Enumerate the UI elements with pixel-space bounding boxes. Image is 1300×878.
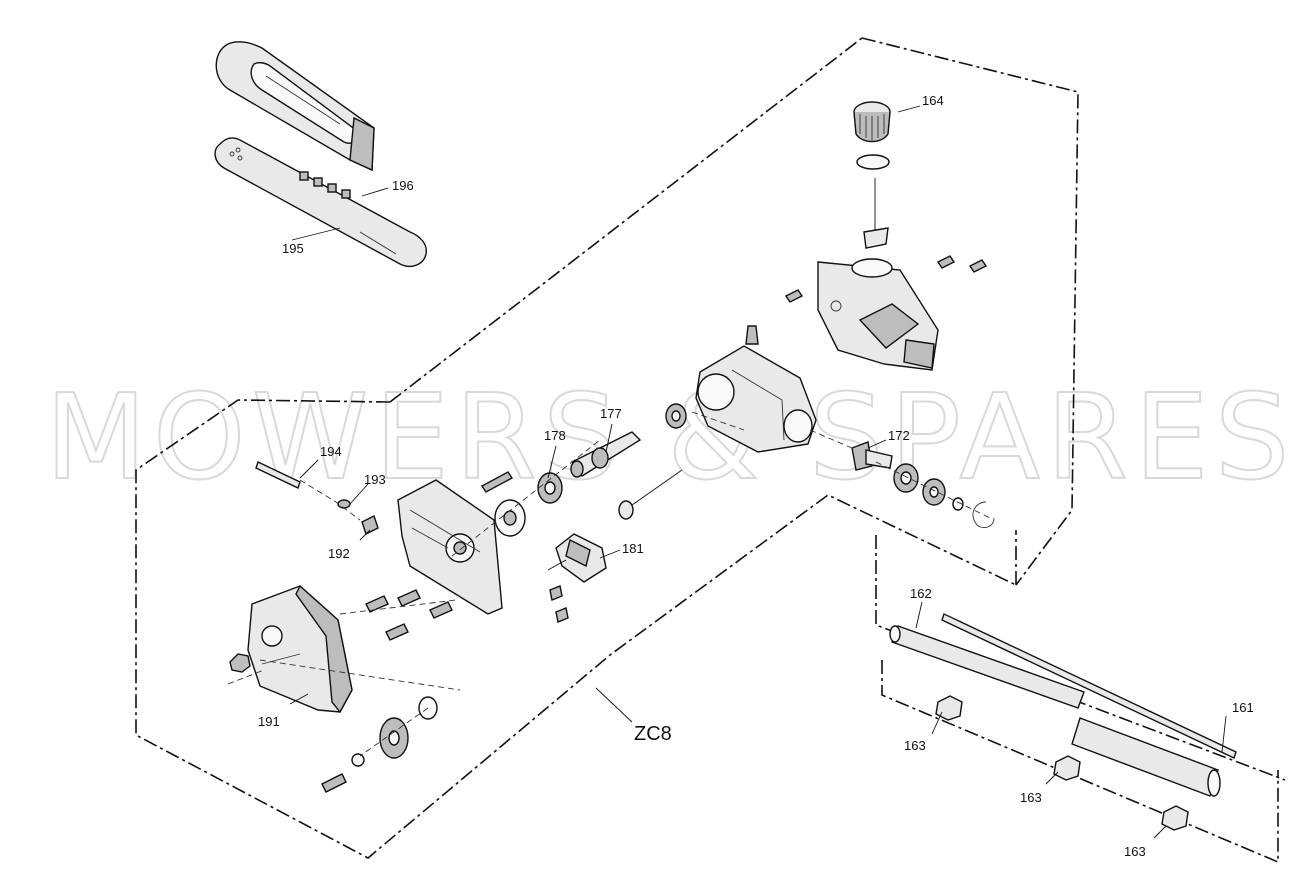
cover-nut: [229, 653, 251, 673]
pump-screw-a: [549, 585, 563, 601]
clamp-bush-c: [1161, 805, 1189, 831]
plate-screw-b: [397, 589, 421, 607]
guide-bar-cover: [215, 41, 375, 172]
tank-filter-bracket: [863, 227, 889, 249]
sprocket-shaft: [570, 431, 642, 478]
callout-163-c: 163: [1124, 844, 1146, 859]
callout-164: 164: [922, 93, 944, 108]
watermark: MOWERS & SPARES: [45, 368, 1296, 506]
callout-leaders: [289, 105, 1227, 839]
case-bolt: [480, 471, 514, 493]
gear-case: [695, 345, 817, 453]
plate-screw-a: [365, 595, 389, 613]
guide-bar: [214, 137, 427, 268]
plate-screw-d: [385, 623, 409, 641]
sprocket-bolt: [321, 773, 347, 793]
pinion-shim: [952, 497, 964, 511]
shaft-bearing: [537, 472, 563, 504]
callout-162: 162: [910, 586, 932, 601]
tank-screw-c: [784, 289, 804, 303]
drive-shaft: [941, 613, 1237, 759]
clamp-bush-b: [1053, 755, 1081, 781]
callout-191: 191: [258, 714, 280, 729]
pinion-bearing-a: [893, 463, 919, 493]
callout-163-a: 163: [904, 738, 926, 753]
callout-195: 195: [282, 241, 304, 256]
callout-178: 178: [544, 428, 566, 443]
callout-163-b: 163: [1020, 790, 1042, 805]
bar-mount-plate: [397, 479, 503, 615]
callout-192: 192: [328, 546, 350, 561]
pump-screw-b: [555, 607, 569, 623]
callout-194: 194: [320, 444, 342, 459]
assembly-label: ZC8: [634, 723, 672, 745]
tank-screw-b: [968, 259, 988, 273]
callout-161: 161: [1232, 700, 1254, 715]
pinion-gear: [851, 441, 893, 471]
tensioner-screw: [255, 461, 301, 489]
guide-lines: [227, 411, 991, 757]
callout-177: 177: [600, 406, 622, 421]
callout-193: 193: [364, 472, 386, 487]
tensioner-pin: [361, 515, 379, 535]
callout-196: 196: [392, 178, 414, 193]
drive-tube: [889, 625, 1221, 797]
circlip: [972, 501, 995, 529]
clamp-bush-a: [935, 695, 963, 721]
grease-nipple: [745, 325, 759, 345]
sprocket-cover: [247, 584, 353, 714]
callout-181: 181: [622, 541, 644, 556]
sprocket-washer-small: [351, 753, 365, 767]
callout-172: 172: [888, 428, 910, 443]
drive-bearing: [665, 403, 687, 429]
cap-washer: [856, 154, 890, 170]
shaft-seal: [494, 499, 526, 537]
oil-tank: [817, 258, 939, 371]
oil-cap: [853, 101, 891, 143]
oil-pump: [547, 533, 607, 583]
oil-pump-rod: [618, 469, 683, 520]
plate-screw-c: [429, 601, 453, 619]
drive-sprocket: [379, 717, 409, 759]
tensioner-nut: [337, 499, 351, 509]
assembly-boundary: [135, 37, 1079, 859]
pinion-bearing-b: [922, 478, 946, 506]
shaft-group-box: [875, 535, 1286, 864]
tank-screw-a: [936, 255, 956, 269]
